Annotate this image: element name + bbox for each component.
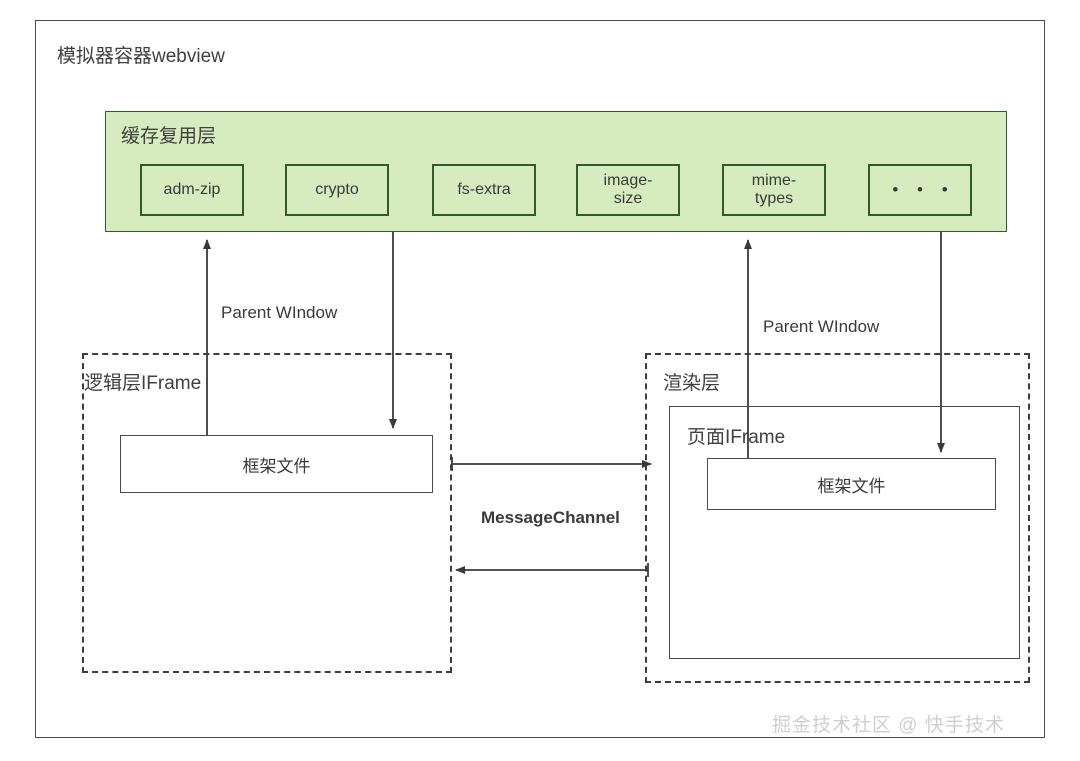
page-iframe-label: 页面IFrame — [687, 427, 786, 448]
logic-layer-label: 逻辑层IFrame — [84, 373, 202, 394]
cache-reuse-layer — [105, 111, 1007, 232]
render-layer-label: 渲染层 — [663, 373, 721, 394]
render-layer-framework-file-box[interactable]: 框架文件 — [707, 458, 996, 510]
page-iframe-box — [669, 406, 1020, 659]
cache-reuse-layer-title: 缓存复用层 — [121, 126, 217, 147]
render-layer — [645, 353, 1030, 683]
module-box-mime-types[interactable]: mime- types — [722, 164, 826, 216]
module-box-crypto[interactable]: crypto — [285, 164, 389, 216]
edge-label-parent-window-right: Parent WIndow — [763, 317, 880, 336]
module-box-image-size[interactable]: image- size — [576, 164, 680, 216]
ellipsis-icon: • • • — [892, 180, 955, 200]
webview-container-title: 模拟器容器webview — [57, 46, 225, 67]
webview-container-frame — [35, 20, 1045, 738]
connector-message-channel-forward — [451, 457, 652, 471]
edge-label-message-channel: MessageChannel — [481, 508, 620, 527]
edge-label-parent-window-left: Parent WIndow — [221, 303, 338, 322]
logic-layer-iframe — [82, 353, 452, 673]
module-box-fs-extra[interactable]: fs-extra — [432, 164, 536, 216]
connector-message-channel-reverse — [455, 563, 649, 577]
module-box-adm-zip[interactable]: adm-zip — [140, 164, 244, 216]
module-box-ellipsis[interactable]: • • • — [868, 164, 972, 216]
logic-layer-framework-file-box[interactable]: 框架文件 — [120, 435, 433, 493]
watermark: 掘金技术社区 @ 快手技术 — [772, 715, 1005, 736]
